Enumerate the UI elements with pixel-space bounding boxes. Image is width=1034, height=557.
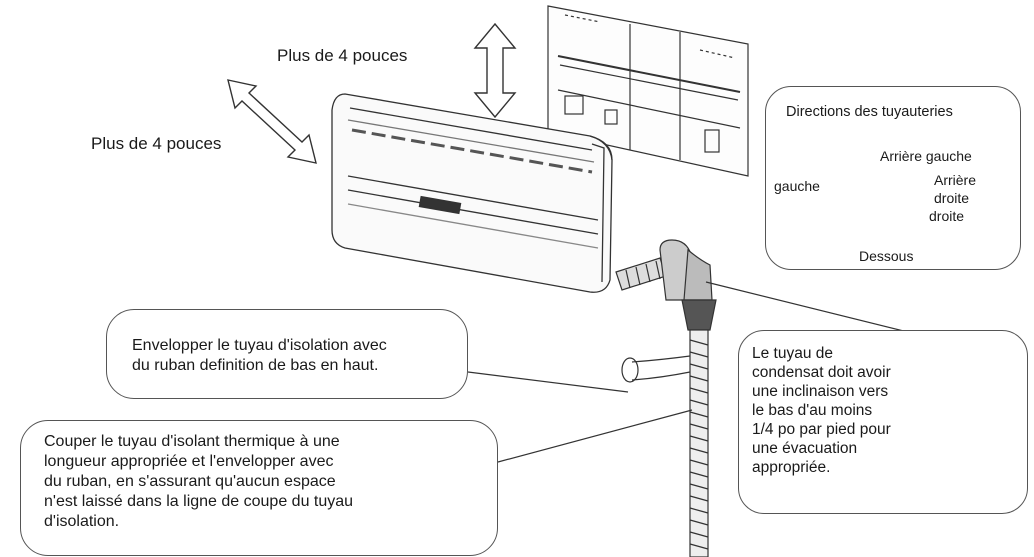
direction-bottom: Dessous	[859, 248, 914, 264]
drain-line-7: appropriée.	[752, 459, 831, 476]
piping-directions-title: Directions des tuyauteries	[786, 104, 953, 120]
cut-line-1: Couper le tuyau d'isolant thermique à un…	[44, 433, 340, 450]
clearance-top-label: Plus de 4 pouces	[277, 46, 408, 65]
direction-left: gauche	[774, 178, 820, 194]
drain-line-1: Le tuyau de	[752, 345, 834, 362]
drain-slope-callout	[738, 330, 1028, 514]
wrap-tape-line-1: Envelopper le tuyau d'isolation avec	[132, 337, 387, 354]
drain-line-2: condensat doit avoir	[752, 364, 891, 381]
clearance-side-label: Plus de 4 pouces	[91, 134, 222, 153]
cut-insulation-callout	[20, 420, 498, 556]
indoor-unit	[331, 93, 613, 293]
direction-rear-left: Arrière gauche	[880, 148, 972, 164]
cut-line-4: n'est laissé dans la ligne de coupe du t…	[44, 493, 354, 510]
cut-line-5: d'isolation.	[44, 513, 120, 530]
insulated-pipe	[681, 248, 717, 557]
direction-right: droite	[929, 208, 965, 224]
drain-line-3: une inclinaison vers	[752, 383, 889, 400]
vertical-clearance-arrow	[473, 22, 517, 119]
drain-line-4: le bas d'au moins	[752, 402, 873, 419]
direction-rear-right-2: droite	[934, 190, 970, 206]
piping-directions-box	[765, 86, 1021, 270]
mounting-plate	[547, 5, 749, 177]
drain-line-6: une évacuation	[752, 440, 858, 457]
pipe-stub	[615, 239, 693, 301]
direction-rear-right-1: Arrière	[934, 172, 977, 188]
wrap-tape-line-2: du ruban definition de bas en haut.	[132, 357, 379, 374]
cut-line-2: longueur appropriée et l'envelopper avec	[44, 453, 334, 470]
side-clearance-arrow	[227, 79, 317, 164]
wall-hole	[621, 355, 691, 383]
cut-line-3: du ruban, en s'assurant qu'aucun espace	[44, 473, 336, 490]
wrap-tape-callout	[106, 309, 468, 399]
drain-line-5: 1/4 po par pied pour	[752, 421, 891, 438]
